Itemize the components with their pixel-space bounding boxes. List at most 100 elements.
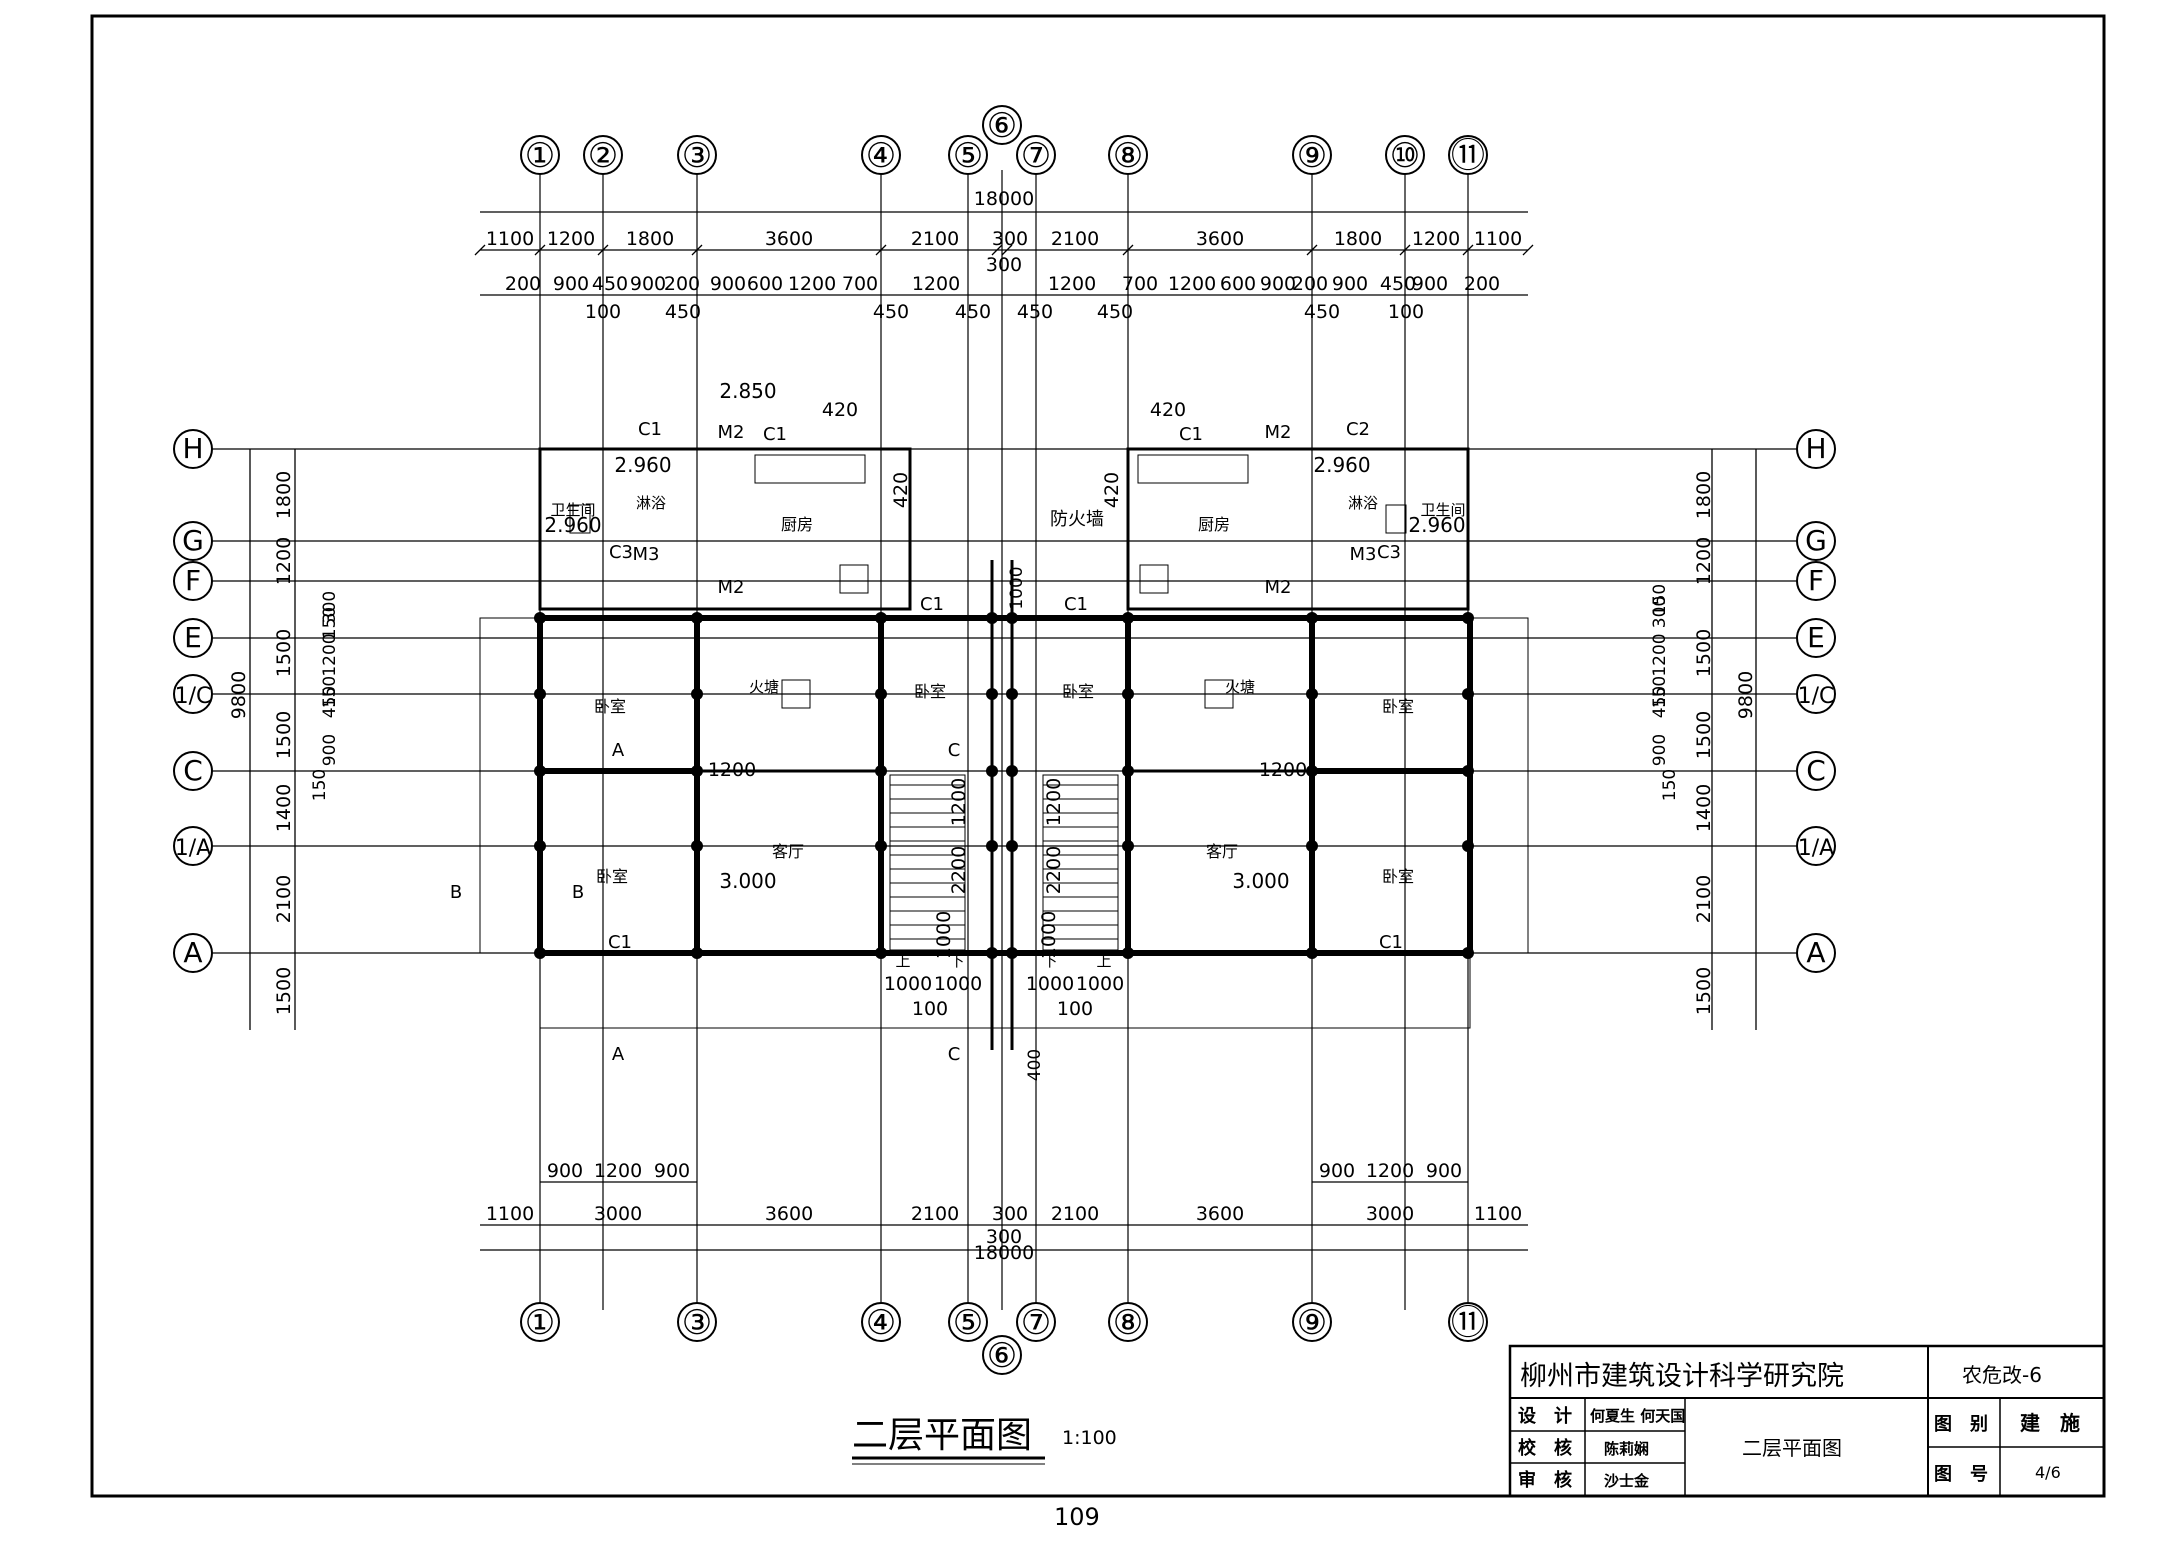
column <box>1306 765 1318 777</box>
firewall-label: 防火墙 <box>1050 509 1104 530</box>
axis-label: ⑨ <box>1297 1303 1327 1343</box>
number-value: 4/6 <box>2035 1463 2061 1482</box>
sheet-border <box>90 14 2106 1498</box>
checker-name: 陈莉娴 <box>1604 1440 1649 1458</box>
toilet-label: 卫生间 <box>1420 501 1465 519</box>
fixtures <box>569 454 1407 951</box>
dim-tick <box>691 244 703 256</box>
axis-bubble <box>520 135 560 175</box>
axis-bubble <box>861 135 901 175</box>
axis-bubble <box>1016 1302 1056 1342</box>
column <box>986 840 998 852</box>
axis-label: 1/C <box>1798 684 1835 709</box>
axis-bubble <box>1796 618 1836 658</box>
dim-text: 420 <box>890 472 912 508</box>
axis-bubble <box>1796 521 1836 561</box>
column <box>691 688 703 700</box>
column <box>1122 947 1134 959</box>
dim-text: 1200 <box>1693 537 1715 585</box>
dim-text: 700 <box>1122 273 1158 295</box>
bedroom-label: 卧室 <box>1382 697 1414 716</box>
opening-label: C1 <box>608 932 632 953</box>
opening-label: C1 <box>920 594 944 615</box>
axis-bubble <box>1292 135 1332 175</box>
dim-text: 1000 <box>1076 973 1124 995</box>
dim-text: 1000 <box>1038 911 1060 959</box>
axis-bubble <box>520 1302 560 1342</box>
dim-text: 1100 <box>1474 228 1522 250</box>
dim-text: 2100 <box>1051 1203 1099 1225</box>
dim-text: 300 <box>992 228 1028 250</box>
dim-text: 900 <box>1260 273 1296 295</box>
stair <box>1042 774 1119 951</box>
column <box>875 688 887 700</box>
dim-text: 1000 <box>933 911 955 959</box>
axis-bubble <box>173 521 213 561</box>
column <box>986 612 998 624</box>
dim-text: 100 <box>912 998 948 1020</box>
column <box>534 840 546 852</box>
axis-label: ⑪ <box>1451 136 1485 176</box>
dim-text: 1000 <box>1007 566 1027 609</box>
fire-pit <box>1204 679 1234 709</box>
section-label: B <box>572 882 584 903</box>
bedroom-label: 卧室 <box>594 697 626 716</box>
reviewer-role: 审 核 <box>1518 1469 1572 1491</box>
dim-text: 3600 <box>765 1203 813 1225</box>
dim-text: 1500 <box>273 711 295 759</box>
axis-label: ⑧ <box>1113 1303 1143 1343</box>
dim-text: 1200 <box>948 778 970 826</box>
main-wall <box>537 615 1473 956</box>
drawing-scale: 1:100 <box>1062 1427 1117 1449</box>
dim-text: 1200 <box>320 633 340 676</box>
bedroom-label: 卧室 <box>914 682 946 701</box>
counter <box>1137 454 1249 484</box>
dim-text: 200 <box>1464 273 1500 295</box>
axis-bubble <box>173 751 213 791</box>
dim-text: 150 <box>310 769 330 801</box>
bedroom-label: 卧室 <box>1382 867 1414 886</box>
stair <box>889 774 966 951</box>
axis-bubble <box>1108 135 1148 175</box>
elevation-label: 2.960 <box>614 453 671 477</box>
opening-label: C1 <box>638 419 662 440</box>
dim-tick <box>1122 244 1134 256</box>
stair-up-label: 上 <box>1096 952 1111 970</box>
dim-text: 1200 <box>1043 778 1065 826</box>
column <box>1306 840 1318 852</box>
dim-text: 450 <box>1380 273 1416 295</box>
dim-tick <box>1462 244 1474 256</box>
dim-text: 900 <box>710 273 746 295</box>
column <box>1462 688 1474 700</box>
axis-bubble <box>1016 135 1056 175</box>
checker-role: 校 核 <box>1518 1437 1572 1459</box>
dim-text: 100 <box>1388 301 1424 323</box>
opening-label: M2 <box>1265 422 1292 443</box>
toilet <box>569 504 591 534</box>
dim-text: 100 <box>1057 998 1093 1020</box>
column <box>875 840 887 852</box>
opening-label: M2 <box>718 577 745 598</box>
dim-text: 900 <box>1426 1160 1462 1182</box>
axis-label: ① <box>525 1303 555 1343</box>
opening-label: M2 <box>1265 577 1292 598</box>
column <box>1462 765 1474 777</box>
dim-tick <box>1399 244 1411 256</box>
dim-text: 300 <box>992 1203 1028 1225</box>
dim-text: 1200 <box>912 273 960 295</box>
dim-text: 2200 <box>1043 846 1065 894</box>
opening-label: C3 <box>609 542 633 563</box>
elevation-label: 2.960 <box>544 513 601 537</box>
axis-bubble <box>948 1302 988 1342</box>
axis-bubble <box>583 135 623 175</box>
dim-text: 450 <box>665 301 701 323</box>
section-label: C <box>948 1044 961 1065</box>
shower-label: 淋浴 <box>1348 494 1378 512</box>
axis-label: G <box>182 524 204 557</box>
column <box>986 947 998 959</box>
kitchen-label: 厨房 <box>1198 515 1230 534</box>
opening-label: C1 <box>763 424 787 445</box>
dim-text: 420 <box>1150 399 1186 421</box>
dim-text: 1500 <box>1693 629 1715 677</box>
